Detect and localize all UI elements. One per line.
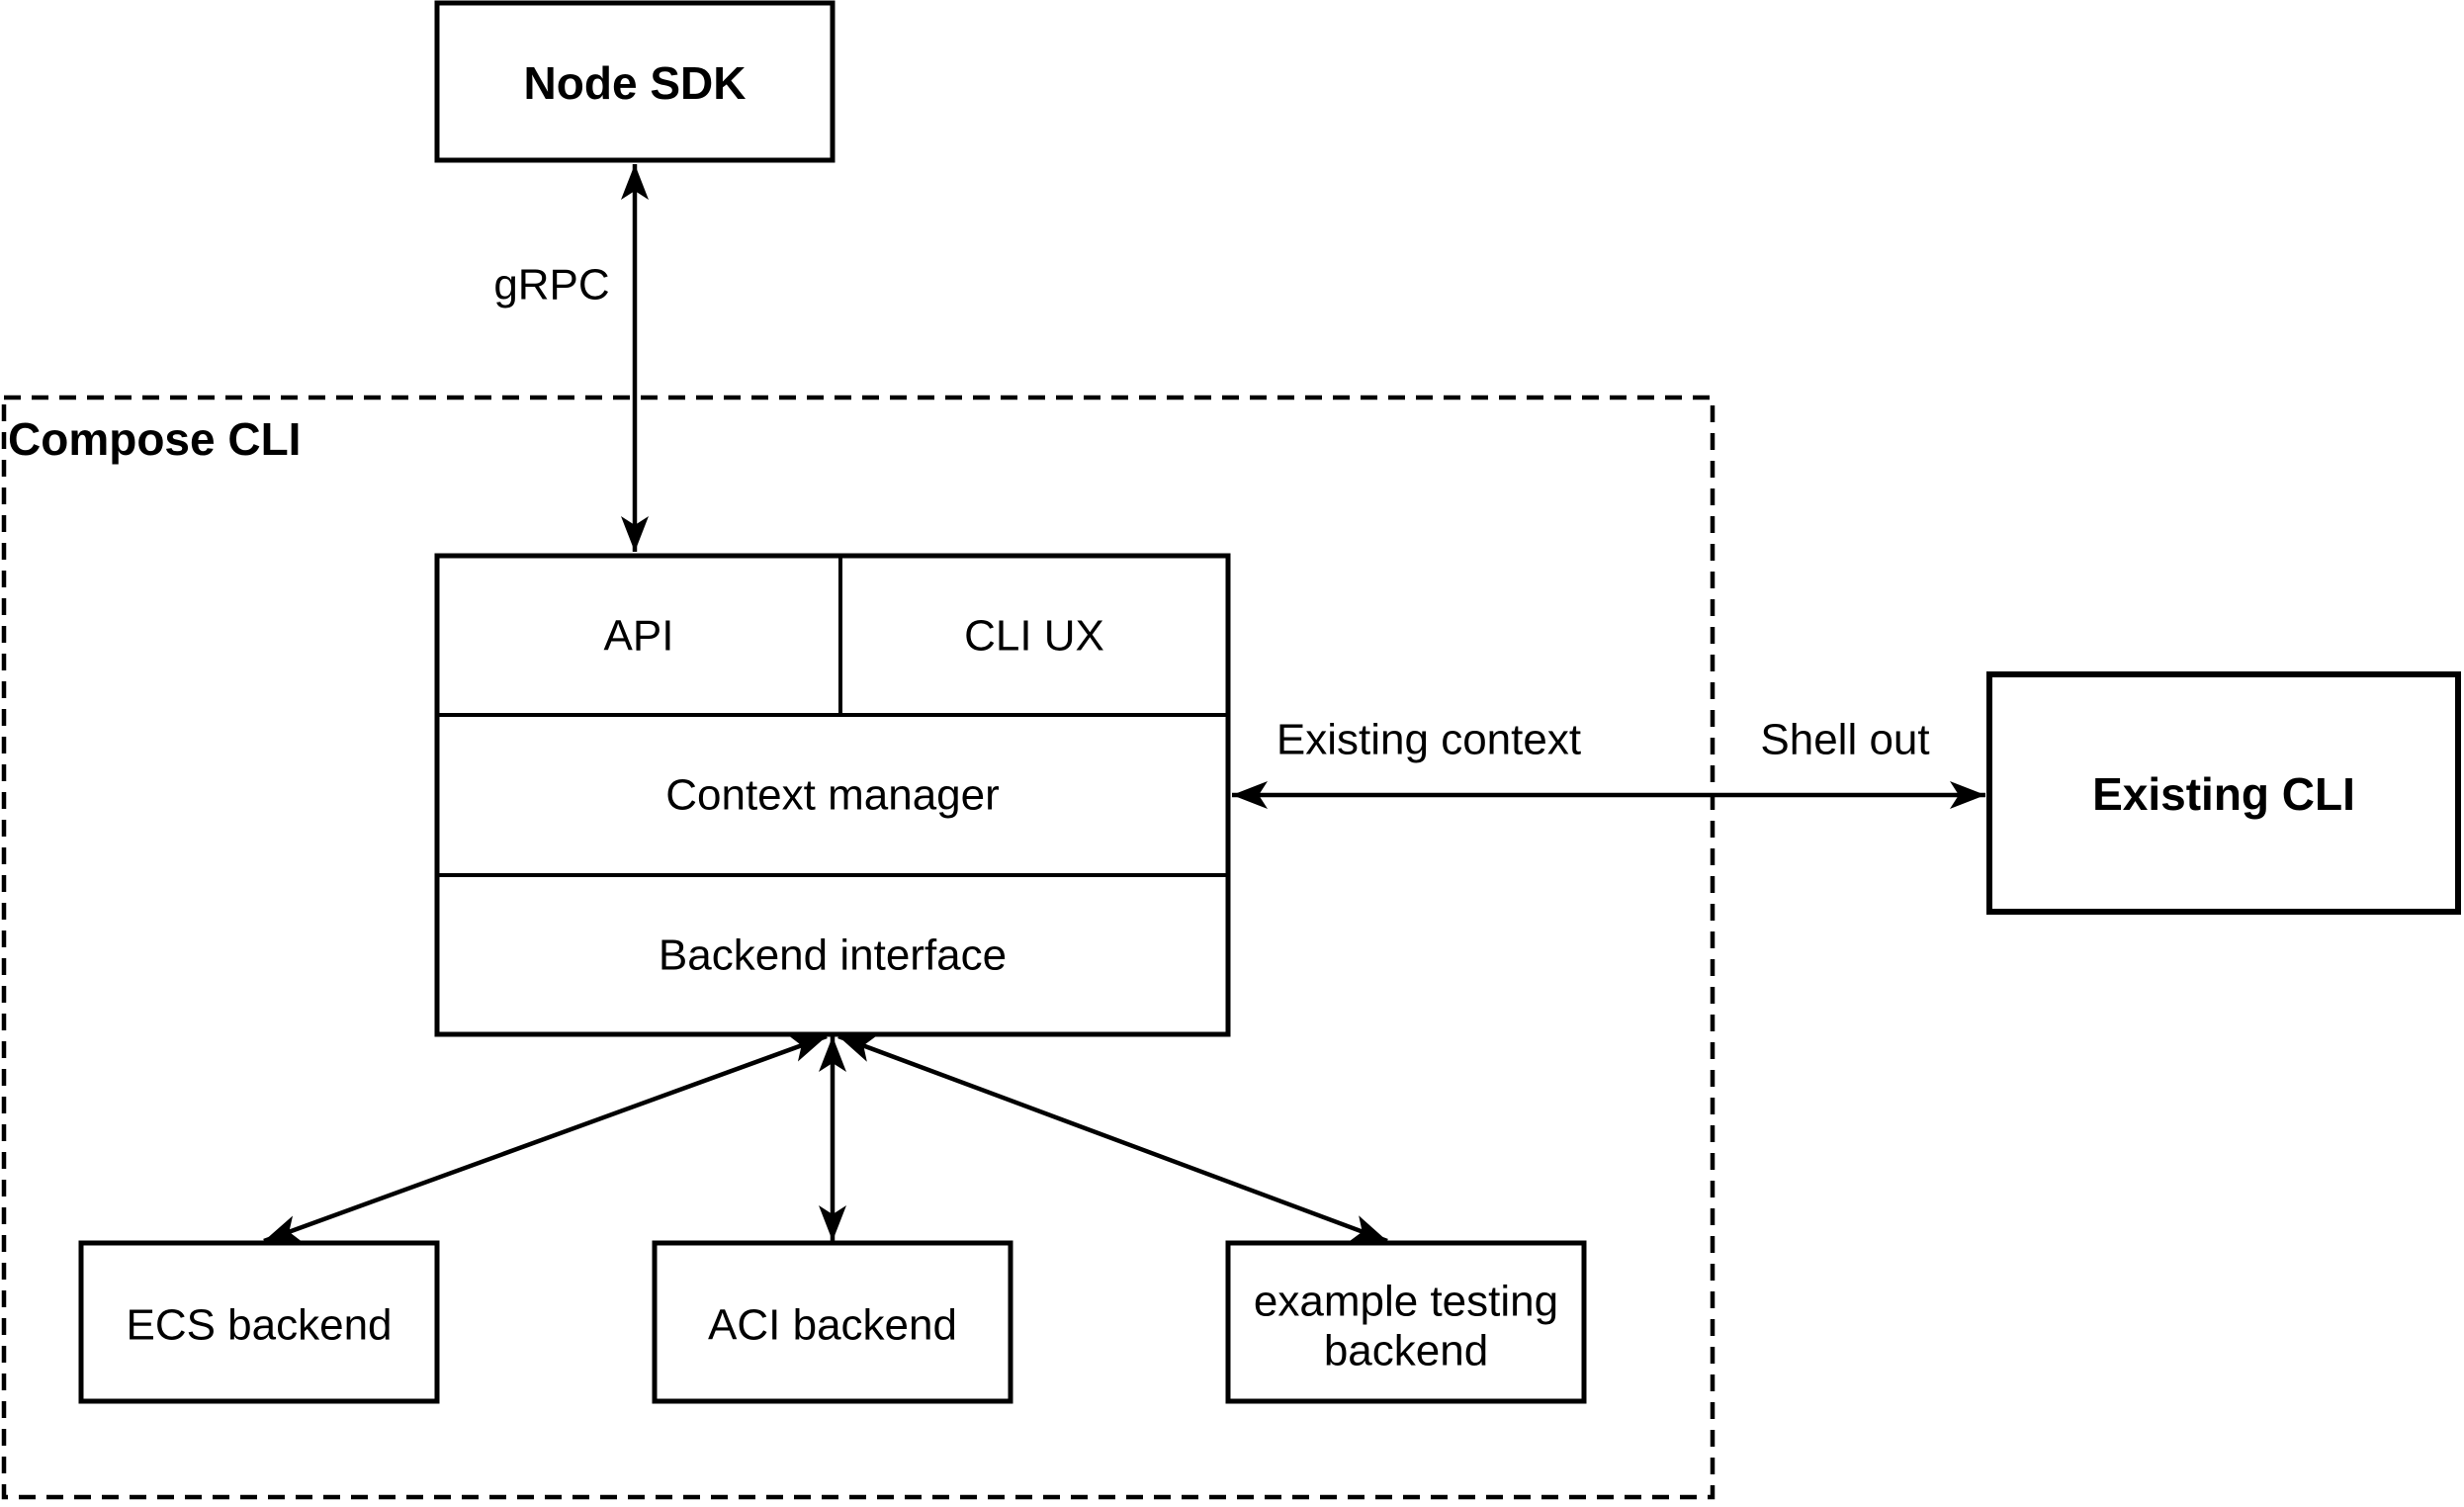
shell-out-label: Shell out (1760, 716, 1929, 764)
existing-context-label: Existing context (1276, 716, 1581, 764)
backend-ecs-arrow (263, 1033, 828, 1244)
backend-example-arrow (837, 1033, 1388, 1244)
example-testing-backend-label-line1: example testing (1254, 1278, 1558, 1326)
grpc-arrow-label: gRPC (493, 261, 609, 310)
compose-cli-label: Compose CLI (8, 413, 301, 465)
api-cell-label: API (604, 612, 674, 661)
ecs-backend-box (78, 1240, 440, 1404)
existing-cli-box (1986, 671, 2461, 915)
backend-interface-label: Backend interface (659, 931, 1007, 980)
cli-ux-cell-label: CLI UX (964, 612, 1104, 661)
example-testing-backend-box (1225, 1240, 1587, 1404)
existing-cli-label: Existing CLI (2092, 768, 2355, 820)
node-sdk-box (434, 0, 836, 163)
compose-cli-core-box (434, 553, 1231, 1037)
ecs-backend-label: ECS backend (126, 1301, 392, 1350)
aci-backend-label: ACI backend (708, 1301, 957, 1350)
node-sdk-label: Node SDK (524, 57, 747, 109)
aci-backend-box (652, 1240, 1013, 1404)
context-manager-label: Context manager (665, 771, 1000, 820)
example-testing-backend-label-line2: backend (1324, 1327, 1488, 1375)
